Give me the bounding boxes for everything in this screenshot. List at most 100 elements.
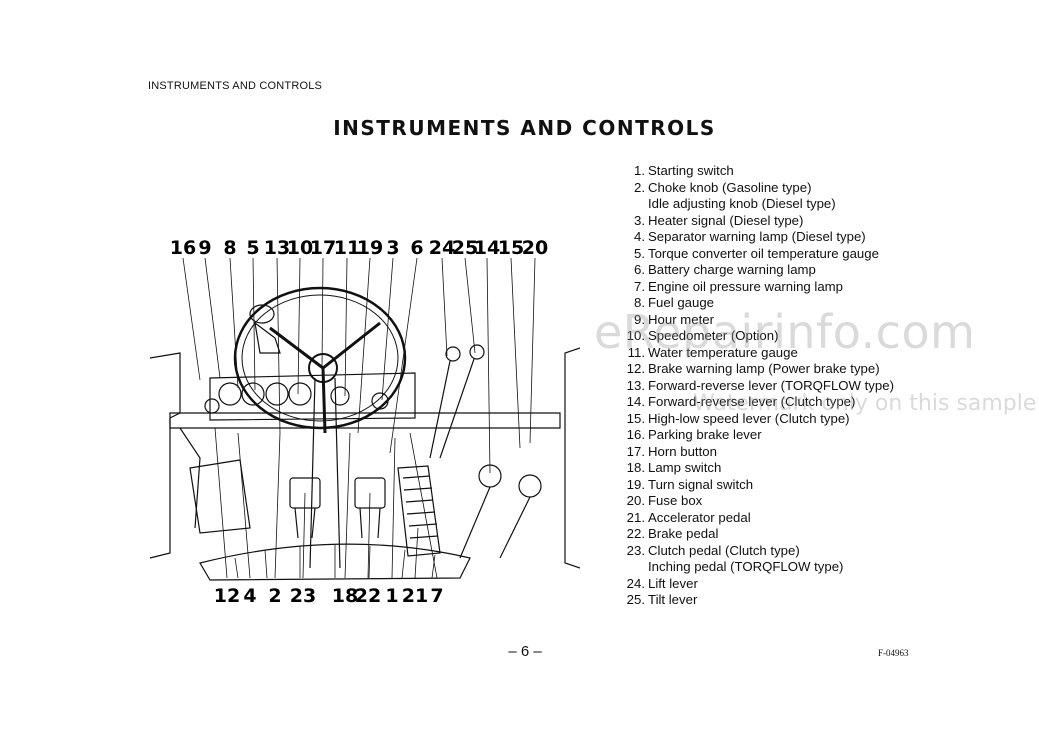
- legend-item: 1.Starting switch: [613, 163, 1033, 180]
- legend-item: 7.Engine oil pressure warning lamp: [613, 279, 1033, 296]
- callout-number: 20: [522, 237, 548, 259]
- legend-item-number: 13.: [626, 377, 645, 393]
- machine-drawing: [149, 257, 580, 581]
- legend-item-label: Battery charge warning lamp: [648, 262, 816, 277]
- legend-item: 3.Heater signal (Diesel type): [613, 213, 1033, 230]
- legend-item-label: Clutch pedal (Clutch type): [648, 542, 800, 558]
- legend-item-number: 12.: [626, 361, 645, 376]
- legend-item: 23.Clutch pedal (Clutch type): [613, 543, 1033, 560]
- watermark-subtext: Watermark only on this sample: [693, 391, 1037, 416]
- legend-item: 4.Separator warning lamp (Diesel type): [613, 229, 1033, 246]
- legend-item-label: Parking brake lever: [648, 427, 762, 442]
- legend-item: 15.High-low speed lever (Clutch type): [613, 411, 1033, 428]
- legend-item-number: 3.: [634, 212, 645, 228]
- callout-number: 10: [287, 237, 313, 259]
- legend-item: 8.Fuel gauge: [613, 295, 1033, 312]
- page-number: – 6 –: [508, 643, 542, 660]
- legend-item: 17.Horn button: [613, 444, 1033, 461]
- legend-item-number: 15.: [626, 410, 645, 426]
- legend-item-label: High-low speed lever (Clutch type): [648, 410, 850, 426]
- callout-number: 19: [357, 237, 383, 259]
- legend-item-label: Lamp switch: [648, 460, 722, 475]
- watermark: eRepairinfo.com: [594, 305, 976, 359]
- legend-item-label: Brake warning lamp (Power brake type): [648, 361, 880, 376]
- legend-item: 5.Torque converter oil temperature gauge: [613, 246, 1033, 263]
- legend-item-number: 24.: [626, 575, 645, 591]
- legend-item-number: 7.: [634, 278, 645, 294]
- callout-number: 22: [355, 585, 381, 607]
- callout-number: 4: [243, 585, 256, 607]
- legend-item-label: Hour meter: [648, 311, 714, 327]
- legend-item-label: Tilt lever: [648, 592, 698, 607]
- legend-item-label: Forward-reverse lever (Clutch type): [648, 394, 856, 409]
- legend-item: 9.Hour meter: [613, 312, 1033, 329]
- legend-item-number: 16.: [626, 427, 645, 442]
- legend-item-label: Water temperature gauge: [648, 344, 798, 360]
- callout-number: 24: [429, 237, 455, 259]
- running-header: INSTRUMENTS AND CONTROLS: [148, 80, 323, 92]
- document-code: F-04963: [878, 648, 909, 658]
- legend-item: 25.Tilt lever: [613, 592, 1033, 609]
- legend-item-label: Engine oil pressure warning lamp: [648, 278, 843, 294]
- callout-number: 15: [498, 237, 524, 259]
- legend-item-label: Fuel gauge: [648, 295, 714, 310]
- legend-item: 2.Choke knob (Gasoline type): [613, 180, 1033, 197]
- legend-item: 18.Lamp switch: [613, 460, 1033, 477]
- legend-item-label: Turn signal switch: [648, 476, 754, 492]
- legend-item-number: 23.: [626, 542, 645, 558]
- legend-item-label: Separator warning lamp (Diesel type): [648, 229, 866, 244]
- legend-item-continuation: Inching pedal (TORQFLOW type): [648, 559, 844, 574]
- legend-item-number: 14.: [626, 394, 645, 409]
- legend-item: 10.Speedometer (Option): [613, 328, 1033, 345]
- callout-number: 25: [452, 237, 478, 259]
- legend-item-number: 25.: [626, 592, 645, 607]
- legend-item: 19.Turn signal switch: [613, 477, 1033, 494]
- callout-number: 13: [264, 237, 290, 259]
- legend-item-continuation: Idle adjusting knob (Diesel type): [648, 196, 836, 211]
- callout-number: 21: [402, 585, 428, 607]
- callout-number: 23: [290, 585, 316, 607]
- callout-number: 3: [386, 237, 399, 259]
- legend-item: 6.Battery charge warning lamp: [613, 262, 1033, 279]
- callout-number: 6: [410, 237, 423, 259]
- legend-item-label: Lift lever: [648, 575, 698, 591]
- callout-number: 18: [332, 585, 358, 607]
- legend-item-number: 22.: [626, 526, 645, 541]
- callout-number: 2: [268, 585, 281, 607]
- legend-item-label: Starting switch: [648, 163, 734, 178]
- legend-item-number: 8.: [634, 295, 645, 310]
- legend-item-number: 19.: [626, 476, 645, 492]
- legend-item-number: 20.: [626, 493, 645, 508]
- callout-number: 8: [223, 237, 236, 259]
- legend-item: 24.Lift lever: [613, 576, 1033, 593]
- legend-item-number: 2.: [634, 179, 645, 195]
- callout-number: 16: [170, 237, 196, 259]
- legend-item-number: 17.: [626, 443, 645, 459]
- legend-item-label: Accelerator pedal: [648, 509, 751, 525]
- callout-number: 1: [385, 585, 398, 607]
- page-title: INSTRUMENTS AND CONTROLS: [333, 116, 716, 140]
- legend-item-label: Forward-reverse lever (TORQFLOW type): [648, 377, 894, 393]
- legend-item-number: 5.: [634, 245, 645, 261]
- legend-item-label: Speedometer (Option): [648, 328, 779, 343]
- callout-number: 17: [310, 237, 336, 259]
- legend-item-number: 18.: [626, 460, 645, 475]
- legend-item: 16.Parking brake lever: [613, 427, 1033, 444]
- legend-item: 14.Forward-reverse lever (Clutch type): [613, 394, 1033, 411]
- legend-item: 11.Water temperature gauge: [613, 345, 1033, 362]
- legend-item-label: Fuse box: [648, 493, 703, 508]
- callout-number: 9: [198, 237, 211, 259]
- legend-item-number: 1.: [634, 163, 645, 178]
- legend-item-label: Horn button: [648, 443, 717, 459]
- legend-item-number: 9.: [634, 311, 645, 327]
- legend-item: 22.Brake pedal: [613, 526, 1033, 543]
- callout-number: 11: [334, 237, 360, 259]
- legend-item-label: Brake pedal: [648, 526, 719, 541]
- legend-item: 13.Forward-reverse lever (TORQFLOW type): [613, 378, 1033, 395]
- callout-number: 14: [474, 237, 500, 259]
- legend-item: 21.Accelerator pedal: [613, 510, 1033, 527]
- legend-item-label: Torque converter oil temperature gauge: [648, 245, 879, 261]
